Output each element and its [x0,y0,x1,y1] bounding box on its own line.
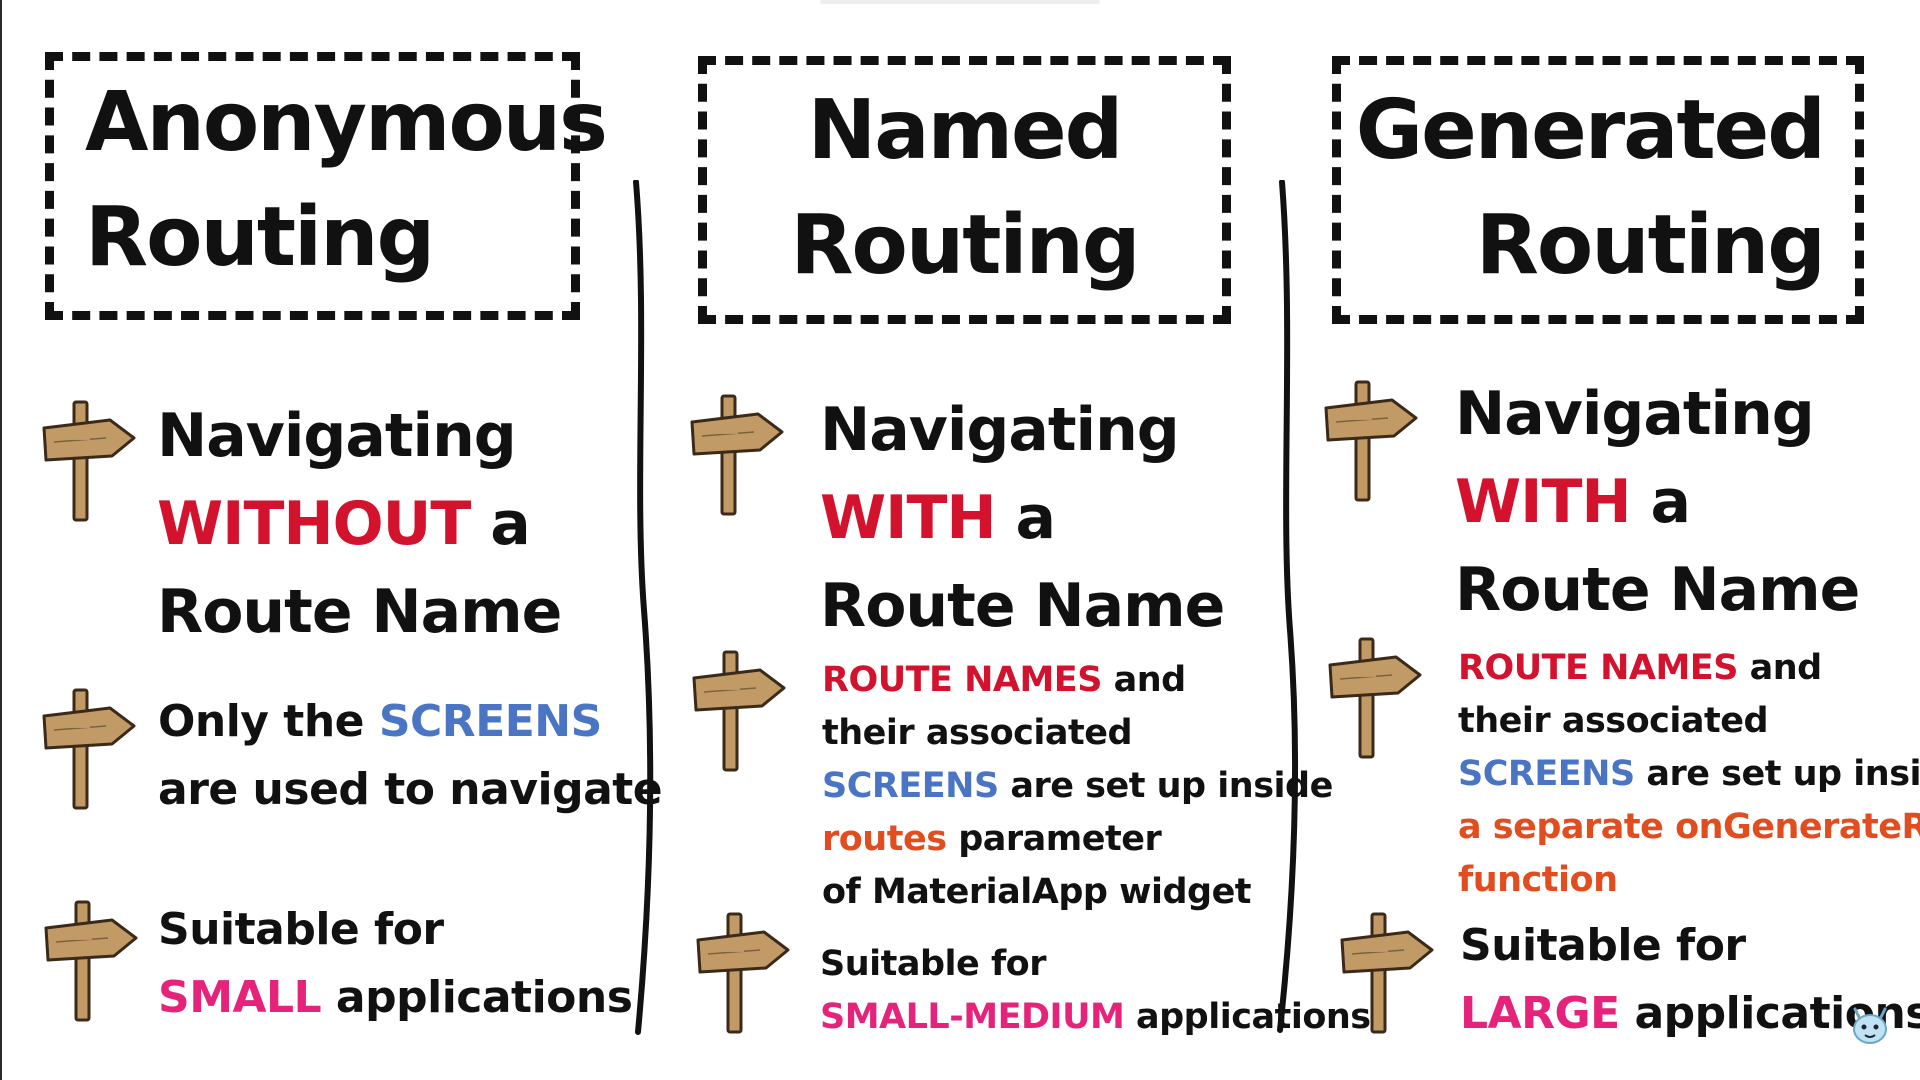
bullet-segment: Only the [158,696,379,747]
bullet-segment: applications [1124,997,1371,1037]
bullet-line: Route Name [820,562,1225,650]
bullet-segment: a [1630,467,1692,537]
bullet-segment: Suitable for [1460,920,1746,971]
bullet-segment: Route Name [820,571,1225,641]
bullet-segment: Navigating [157,401,517,471]
signpost-icon [1338,910,1438,1035]
column-divider-2 [1277,180,1298,1033]
signpost-icon [688,392,788,517]
bullet-segment: function [1458,860,1618,900]
bullet-segment: WITH [1455,467,1632,537]
signpost-icon [690,648,790,773]
bullet-line: Route Name [1455,546,1860,634]
title-line-2: Routing [85,190,435,285]
top-divider-smudge [820,0,1100,4]
bullet-segment: Suitable for [158,904,444,955]
bullet-line: of MaterialApp widget [822,866,1333,919]
signpost-icon [1322,378,1422,503]
bullet-segment: are set up inside [1646,754,1920,794]
bullet-segment: Navigating [820,395,1180,465]
bullet-line: Suitable for [820,938,1371,991]
bullet-line: Only the SCREENS [158,688,662,756]
signpost-icon [694,910,794,1035]
bullet-segment: are set up inside [998,766,1333,806]
title-line-1: Named [807,83,1124,178]
title-line-1: Anonymous [85,75,608,170]
left-edge-rule [0,0,2,1080]
bullet-segment: SCREENS [822,766,999,806]
bullet-segment: and [1737,648,1823,688]
bullet-segment: Route Name [1455,555,1860,625]
bullet-segment: a separate onGenerateRoute [1458,807,1920,847]
bullet-line: are used to navigate [158,756,663,824]
bullet-segment: routes [822,819,947,859]
bullet-segment: a [995,483,1057,553]
bullet-line: WITH a [820,474,1224,562]
bullet-line: Navigating [1455,370,1859,458]
bullet-segment: of MaterialApp widget [822,872,1252,912]
bullet-line: SMALL-MEDIUM applications [820,991,1371,1044]
bullet-segment: parameter [946,819,1162,859]
bullet-segment: Suitable for [820,944,1046,984]
bullet-segment: SMALL [158,972,322,1023]
bullet-segment: WITHOUT [157,489,471,559]
bullet-segment: Route Name [157,577,562,647]
bullet-line: Suitable for [1460,912,1920,980]
bullet-segment: their associated [822,713,1133,753]
mascot-icon [1853,1007,1887,1044]
bullet-line: Navigating [820,386,1224,474]
bullet-line: routes parameter [822,813,1333,866]
bullet-line: SMALL applications [158,964,633,1032]
bullet-line: function [1458,854,1920,907]
bullet-line: SCREENS are set up inside [1458,748,1920,801]
signpost-icon [40,686,140,811]
bullet-text: Only the SCREENS are used to navigate [158,688,663,824]
bullet-line: ROUTE NAMES and [822,654,1333,707]
bullet-line: ROUTE NAMES and [1458,642,1920,695]
bullet-segment: are used to navigate [158,764,663,815]
bullet-line: WITHOUT a [157,480,561,568]
title-line-2: Routing [1475,198,1826,293]
bullet-segment: ROUTE NAMES [1458,648,1738,688]
bullet-segment: a [470,489,531,559]
signpost-icon [42,898,142,1023]
bullet-segment: and [1101,660,1187,700]
bullet-segment: LARGE [1460,988,1620,1039]
bullet-segment: their associated [1458,701,1769,741]
signpost-icon [40,398,140,523]
title-line-1: Generated [1355,83,1826,178]
bullet-segment: WITH [820,483,997,553]
bullet-line: Navigating [157,392,561,480]
bullet-segment: SCREENS [378,696,603,747]
title-box [1332,56,1864,324]
bullet-line: Suitable for [158,896,632,964]
bullet-line: WITH a [1455,458,1859,546]
bullet-line: their associated [1458,695,1920,748]
bullet-segment: applications [321,972,633,1023]
title-box [45,52,580,320]
bullet-segment: SCREENS [1458,754,1635,794]
signpost-icon [1326,635,1426,760]
bullet-line: a separate onGenerateRoute [1458,801,1920,854]
title-line-2: Routing [790,198,1140,293]
bullet-segment: ROUTE NAMES [822,660,1102,700]
bullet-line: SCREENS are set up inside [822,760,1333,813]
column-divider-1 [633,180,654,1035]
title-box [698,56,1231,324]
bullet-segment: SMALL-MEDIUM [820,997,1125,1037]
bullet-line: Route Name [157,568,562,656]
bullet-line: their associated [822,707,1333,760]
bullet-segment: Navigating [1455,379,1815,449]
